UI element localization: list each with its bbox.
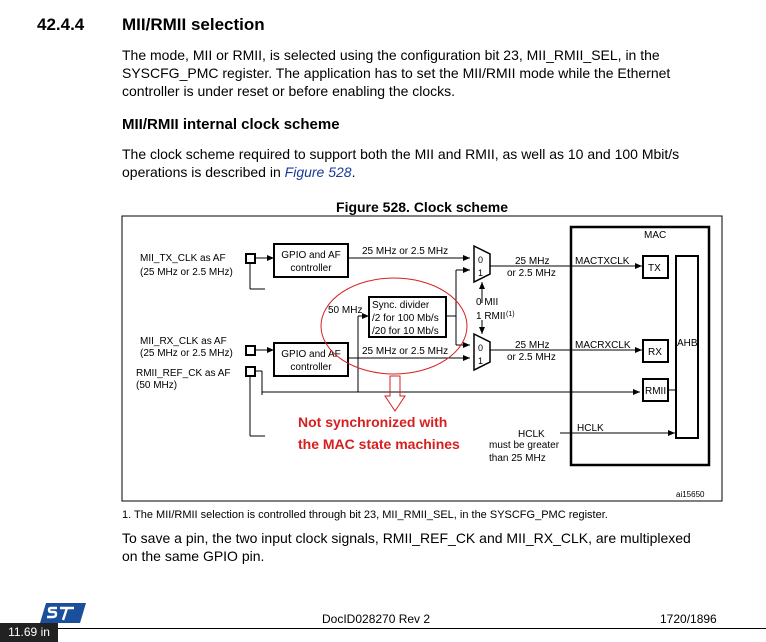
- divider-line2: /2 for 100 Mb/s: [372, 313, 439, 324]
- intro-line: SYSCFG_PMC register. The application has…: [122, 65, 671, 81]
- freq-top: 25 MHz or 2.5 MHz: [362, 246, 448, 257]
- gpio-top-block: [273, 243, 349, 278]
- section-title: MII/RMII selection: [122, 15, 265, 34]
- page-number: 1720/1896: [660, 612, 717, 626]
- ref-clk-freq: (50 MHz): [136, 380, 177, 391]
- rx-clk-label: MII_RX_CLK as AF: [140, 336, 227, 347]
- mac-block: [569, 225, 711, 467]
- pin-rx: [245, 345, 256, 356]
- mux-bottom-in1: 1: [478, 356, 483, 366]
- mac-label: MAC: [644, 230, 666, 241]
- mux-top-in1: 1: [478, 268, 483, 278]
- clock-scheme-paragraph: The clock scheme required to support bot…: [122, 145, 742, 181]
- tx-block: [642, 255, 669, 279]
- closing-line: To save a pin, the two input clock signa…: [122, 530, 691, 546]
- unsync-highlight: [320, 277, 468, 375]
- pin-tx: [245, 253, 256, 264]
- figure-caption: Figure 528. Clock scheme: [336, 199, 508, 215]
- hclk-in-label: HCLK: [518, 429, 545, 440]
- rx-clk-freq: (25 MHz or 2.5 MHz): [140, 348, 233, 359]
- mux-bottom-out2: or 2.5 MHz: [507, 352, 556, 363]
- mux-top-out2: or 2.5 MHz: [507, 268, 556, 279]
- sync-divider-block: [368, 296, 447, 338]
- footnote: 1. The MII/RMII selection is controlled …: [122, 509, 608, 521]
- figure-frame: [121, 215, 723, 502]
- closing-paragraph: To save a pin, the two input clock signa…: [122, 529, 742, 565]
- sel-mii: 0 MII: [476, 297, 498, 308]
- pin-ref: [245, 366, 256, 377]
- mux-bottom-out1: 25 MHz: [515, 340, 549, 351]
- tx-clk-freq: (25 MHz or 2.5 MHz): [140, 267, 233, 278]
- doc-id: DocID028270 Rev 2: [322, 612, 431, 626]
- unsync-arrow-icon: [384, 375, 406, 412]
- sel-rmii: 1 RMII: [476, 311, 505, 322]
- page-size-badge: 11.69 in: [0, 623, 58, 642]
- gpio-bottom-block: [273, 342, 349, 377]
- macrxclk-label: MACRXCLK: [575, 340, 631, 351]
- ahb-label: AHB: [677, 338, 698, 349]
- subheading: MII/RMII internal clock scheme: [122, 116, 340, 133]
- mux-top-out1: 25 MHz: [515, 256, 549, 267]
- ref-clk-label: RMII_REF_CK as AF: [136, 368, 230, 379]
- intro-paragraph: The mode, MII or RMII, is selected using…: [122, 46, 742, 100]
- tx-clk-label: MII_TX_CLK as AF: [140, 253, 226, 264]
- mux-top: [473, 244, 491, 284]
- para-line: The clock scheme required to support bot…: [122, 146, 680, 162]
- gpio-top-line1: GPIO and AF: [281, 250, 340, 261]
- figure-link[interactable]: Figure 528: [284, 164, 352, 180]
- gpio-bottom-line2: controller: [290, 362, 332, 373]
- para-text: operations is described in: [122, 164, 285, 180]
- intro-line: controller is under reset or before enab…: [122, 83, 456, 99]
- gpio-bottom-line1: GPIO and AF: [281, 349, 340, 360]
- rx-label: RX: [648, 347, 662, 358]
- hclk-note-1: must be greater: [489, 440, 560, 451]
- mux-bottom: [473, 332, 491, 372]
- gpio-top-line2: controller: [290, 263, 332, 274]
- rmii-label: RMII: [645, 386, 666, 397]
- st-logo-icon: [40, 603, 86, 623]
- footer-rule: [0, 628, 766, 629]
- intro-line: The mode, MII or RMII, is selected using…: [122, 47, 660, 63]
- hclk-note-2: than 25 MHz: [489, 453, 546, 464]
- freq-bottom: 25 MHz or 2.5 MHz: [362, 346, 448, 357]
- sel-rmii-footnote: (1): [506, 311, 515, 318]
- section-number: 42.4.4: [37, 15, 85, 34]
- divider-line1: Sync. divider: [372, 300, 430, 311]
- unsync-note-1: Not synchronized with: [298, 414, 447, 430]
- figure-id: ai15650: [676, 490, 705, 499]
- closing-line: on the same GPIO pin.: [122, 548, 265, 564]
- divider-line3: /20 for 10 Mb/s: [372, 326, 439, 337]
- mux-bottom-in0: 0: [478, 343, 483, 353]
- rx-block: [642, 339, 669, 363]
- hclk-label: HCLK: [577, 423, 604, 434]
- fifty-mhz-label: 50 MHz: [328, 305, 362, 316]
- unsync-note-2: the MAC state machines: [298, 436, 460, 452]
- ahb-block: [675, 255, 699, 439]
- mactxclk-label: MACTXCLK: [575, 256, 630, 267]
- para-line: operations is described in Figure 528.: [122, 163, 742, 181]
- para-text: .: [351, 164, 356, 180]
- mux-top-in0: 0: [478, 255, 483, 265]
- tx-label: TX: [648, 263, 661, 274]
